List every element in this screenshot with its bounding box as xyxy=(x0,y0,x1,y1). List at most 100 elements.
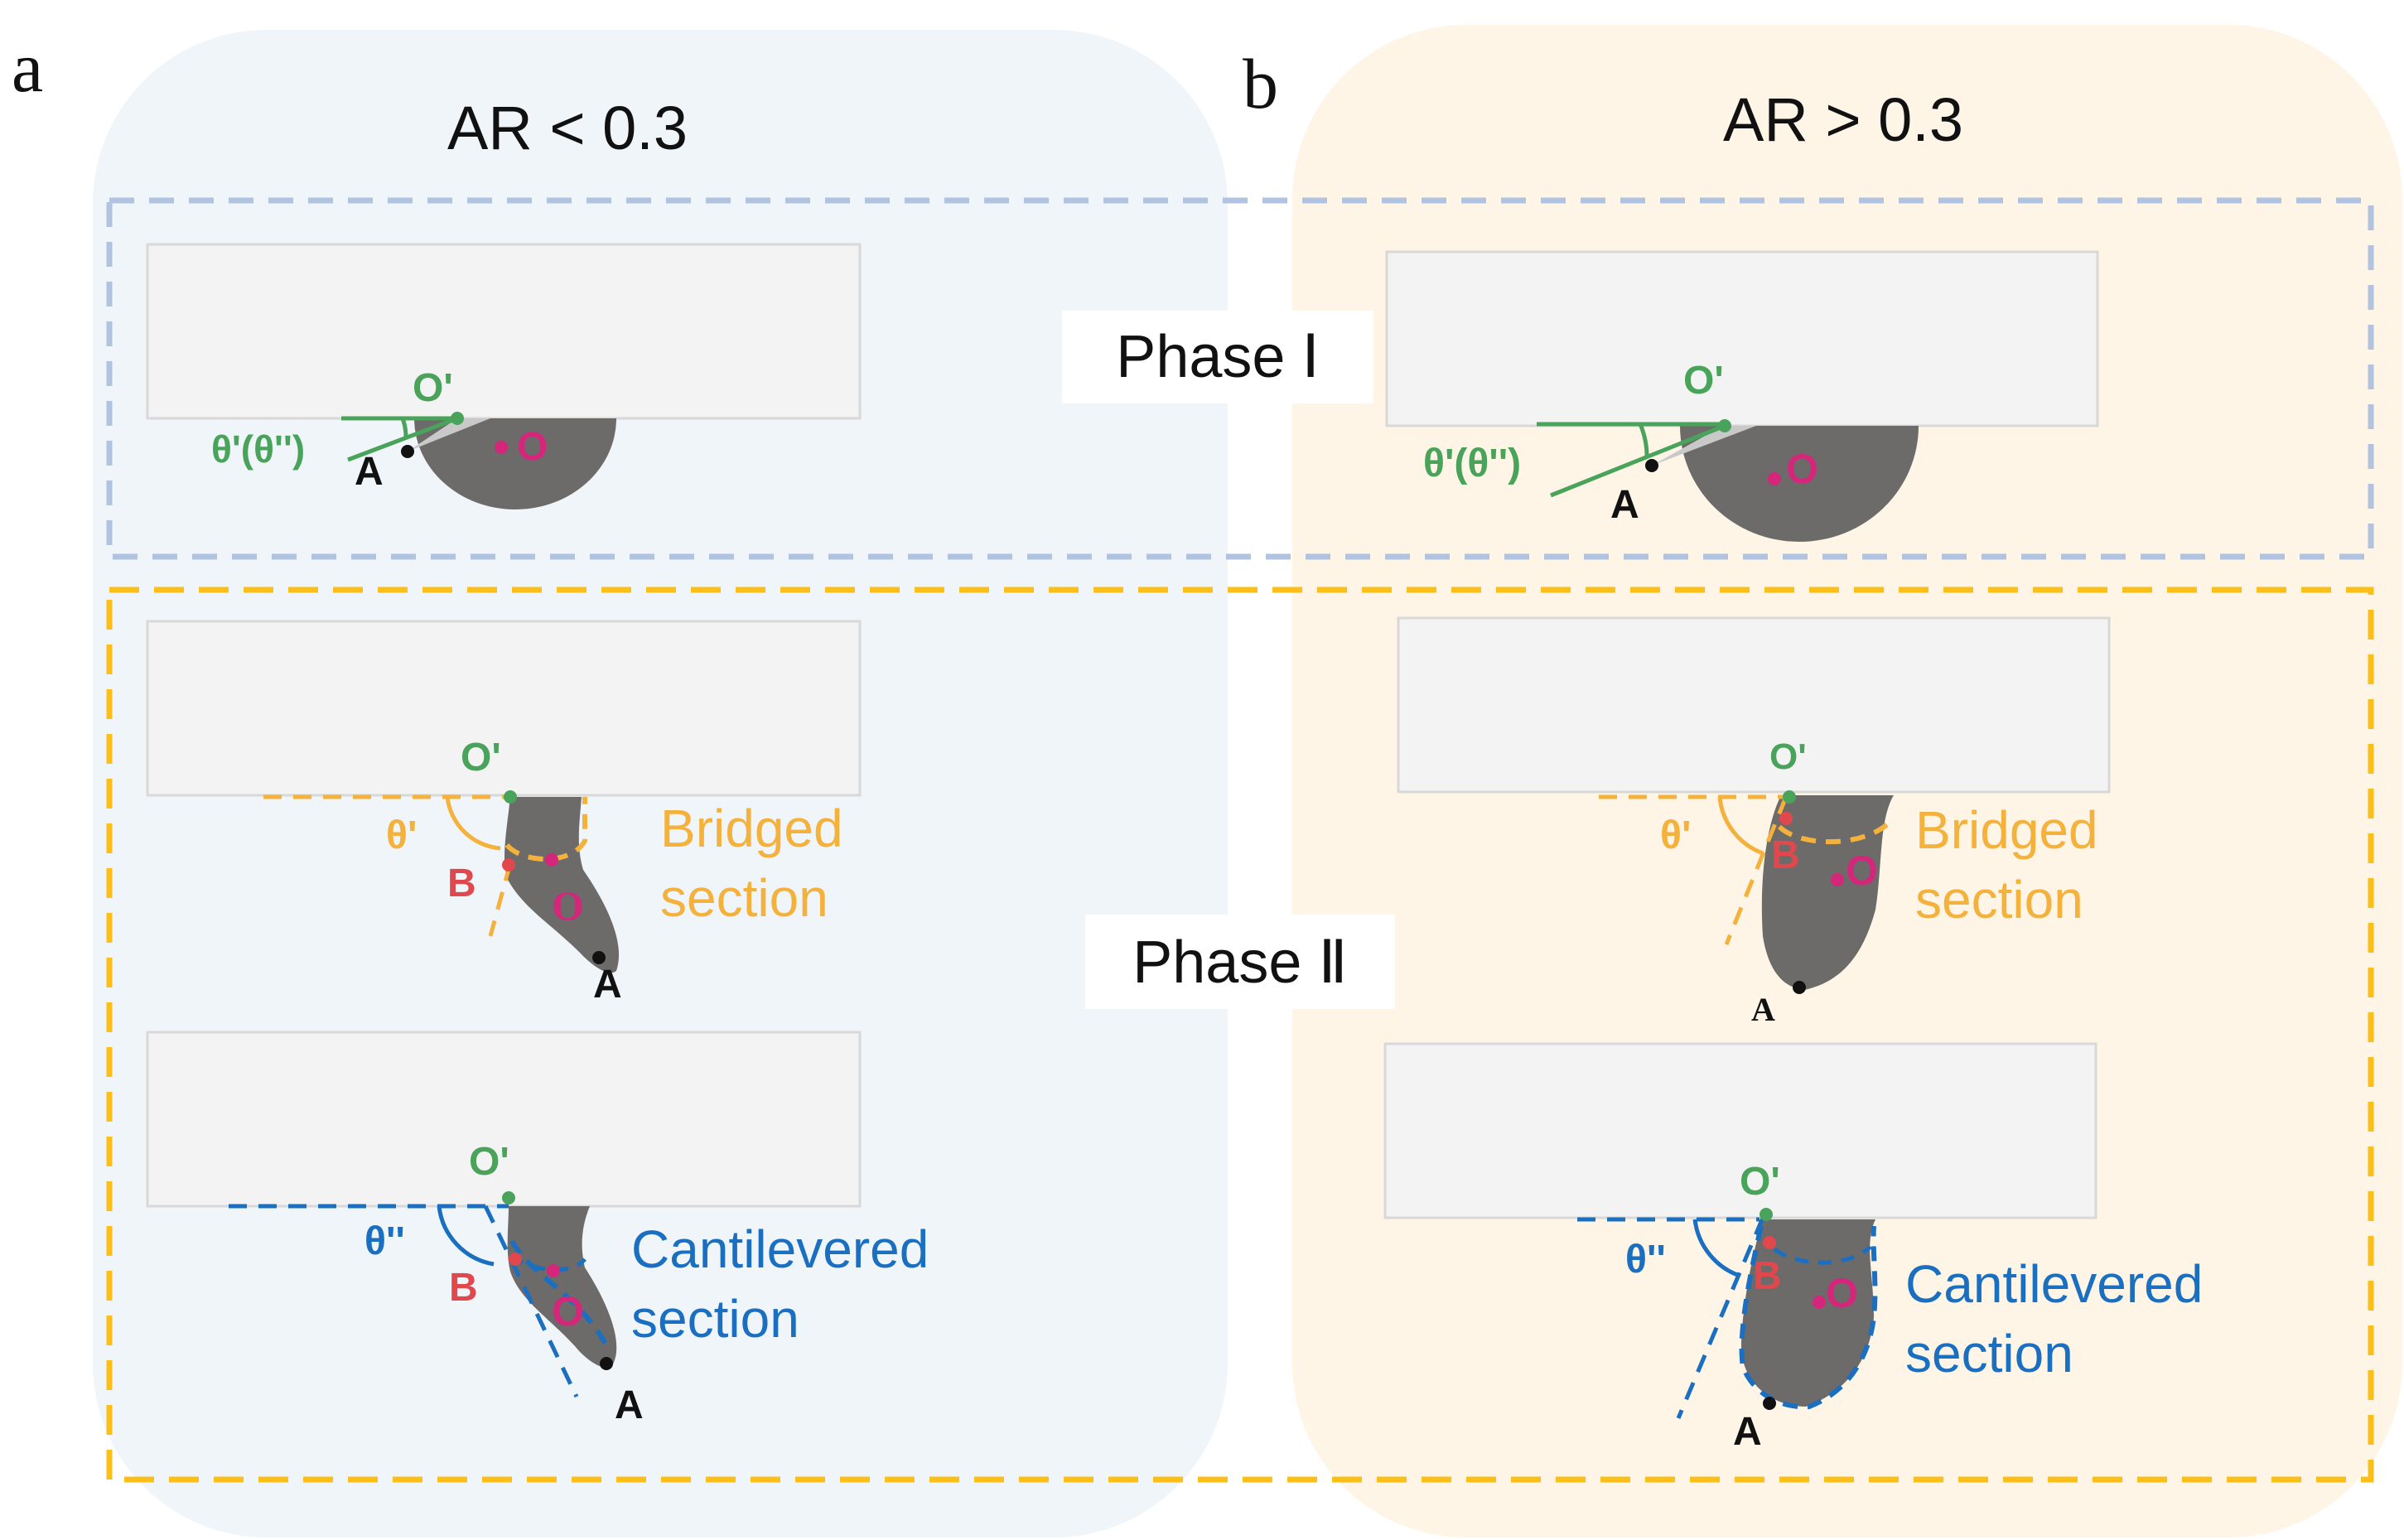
label-b: B xyxy=(1753,1254,1782,1298)
point-a xyxy=(1793,981,1806,994)
label-o: O xyxy=(517,425,548,469)
label-o-prime: O' xyxy=(469,1140,509,1184)
contact-angle-line xyxy=(347,416,458,462)
label-theta: θ'' xyxy=(364,1219,405,1263)
cantilevered-section-label-line-1: Cantilevered xyxy=(1905,1254,2203,1314)
phase-1-box xyxy=(106,197,2374,560)
point-o xyxy=(545,853,558,867)
point-a xyxy=(401,445,414,458)
point-b xyxy=(1763,1236,1776,1249)
label-o: O xyxy=(552,882,584,929)
point-b xyxy=(1779,812,1793,825)
bridged-section-label-line-1: Bridged xyxy=(1915,800,2098,860)
phase-1-label-bg xyxy=(1062,311,1373,403)
point-a xyxy=(1645,459,1658,472)
angle-arc xyxy=(1638,423,1649,458)
label-o-prime: O' xyxy=(461,736,501,780)
angle-arc xyxy=(437,1205,495,1267)
bridged-boundary xyxy=(1777,818,1895,845)
tangent-line xyxy=(1676,1217,1765,1419)
label-a: A xyxy=(593,963,622,1007)
contact-wedge xyxy=(408,418,490,451)
bridged-section-label-line-1: Bridged xyxy=(660,799,843,858)
label-o: O xyxy=(552,1288,584,1335)
cantilevered-boundary-inner xyxy=(1773,1245,1872,1265)
label-o-prime: O' xyxy=(1683,359,1724,403)
label-o-prime: O' xyxy=(1769,736,1807,777)
panel-b-bridged-diagram: O' θ' B O A Bridged section xyxy=(1397,616,2111,1028)
substrate xyxy=(1385,250,2099,427)
point-o xyxy=(1768,472,1781,485)
angle-arc xyxy=(445,796,501,851)
phase-2-label: Phase Ⅱ xyxy=(1132,929,1348,996)
angle-arc xyxy=(1692,1219,1740,1278)
label-a: A xyxy=(1733,1410,1762,1454)
panel-b-phase-1-diagram: O' θ'(θ'') A O xyxy=(1385,250,2099,542)
tangent-line xyxy=(488,862,513,937)
label-o: O xyxy=(1786,446,1818,492)
label-b: B xyxy=(449,1266,478,1310)
label-theta: θ'(θ'') xyxy=(211,427,305,471)
panel-a-letter: a xyxy=(12,27,43,107)
droplet xyxy=(1680,426,1919,542)
tangent-line xyxy=(483,1204,579,1398)
droplet xyxy=(414,418,616,509)
point-a xyxy=(1763,1397,1776,1410)
label-a: A xyxy=(355,450,384,494)
label-theta: θ' xyxy=(1660,813,1691,857)
cantilevered-boundary xyxy=(1739,1225,1878,1410)
phase-1-label: Phase Ⅰ xyxy=(1116,324,1319,390)
contact-wedge xyxy=(1652,426,1756,466)
panel-b-cantilevered-diagram: O' θ'' B O A Cantilevered section xyxy=(1383,1042,2203,1454)
substrate xyxy=(146,1031,862,1208)
substrate xyxy=(1397,616,2111,794)
point-o xyxy=(1813,1296,1826,1309)
angle-arc xyxy=(1717,796,1764,856)
label-a: A xyxy=(615,1383,644,1427)
label-a: A xyxy=(1610,483,1639,527)
point-o xyxy=(495,441,508,454)
point-o-prime xyxy=(502,1191,515,1204)
label-o: O xyxy=(1846,847,1878,894)
point-a xyxy=(592,951,606,964)
label-o-prime: O' xyxy=(413,366,453,410)
point-a xyxy=(600,1357,613,1370)
point-o-prime xyxy=(504,790,517,804)
cantilevered-section-label-line-1: Cantilevered xyxy=(631,1219,929,1279)
label-b: B xyxy=(1771,833,1800,877)
label-o: O xyxy=(1826,1270,1858,1316)
point-o-prime xyxy=(1718,419,1731,432)
label-o-prime: O' xyxy=(1740,1160,1780,1204)
phase-2-box xyxy=(106,587,2374,1483)
point-o-prime xyxy=(1783,790,1796,804)
cantilevered-section-label-line-2: section xyxy=(631,1289,799,1349)
point-b xyxy=(509,1253,522,1266)
bridged-section-label-line-2: section xyxy=(1915,870,2083,929)
panel-a-phase-1-diagram: O' θ'(θ'') A O xyxy=(146,243,862,509)
label-b: B xyxy=(447,862,476,905)
bridged-section-label-line-2: section xyxy=(660,868,828,928)
substrate xyxy=(1383,1042,2097,1219)
point-o xyxy=(547,1264,560,1277)
substrate xyxy=(146,620,862,797)
droplet xyxy=(504,797,620,973)
tangent-line xyxy=(1724,796,1789,945)
point-b xyxy=(502,858,515,871)
panel-b-title: AR > 0.3 xyxy=(1723,85,1963,154)
bridged-boundary xyxy=(504,797,587,862)
label-theta: θ' xyxy=(386,813,417,857)
droplet xyxy=(507,1206,617,1368)
point-o xyxy=(1831,873,1844,886)
cantilevered-boundary xyxy=(509,1239,611,1350)
point-o-prime xyxy=(451,412,464,425)
substrate xyxy=(146,243,862,420)
label-theta: θ'(θ'') xyxy=(1423,442,1521,485)
label-theta: θ'' xyxy=(1625,1238,1666,1282)
droplet xyxy=(1740,1219,1875,1407)
panel-a-title: AR < 0.3 xyxy=(447,94,688,162)
panel-a-bridged-diagram: O' θ' B O A Bridged section xyxy=(146,620,862,1007)
panel-a-cantilevered-diagram: O' θ'' B O A Cantilevered section xyxy=(146,1031,929,1427)
angle-arc xyxy=(400,418,408,438)
label-a: A xyxy=(1751,991,1775,1028)
